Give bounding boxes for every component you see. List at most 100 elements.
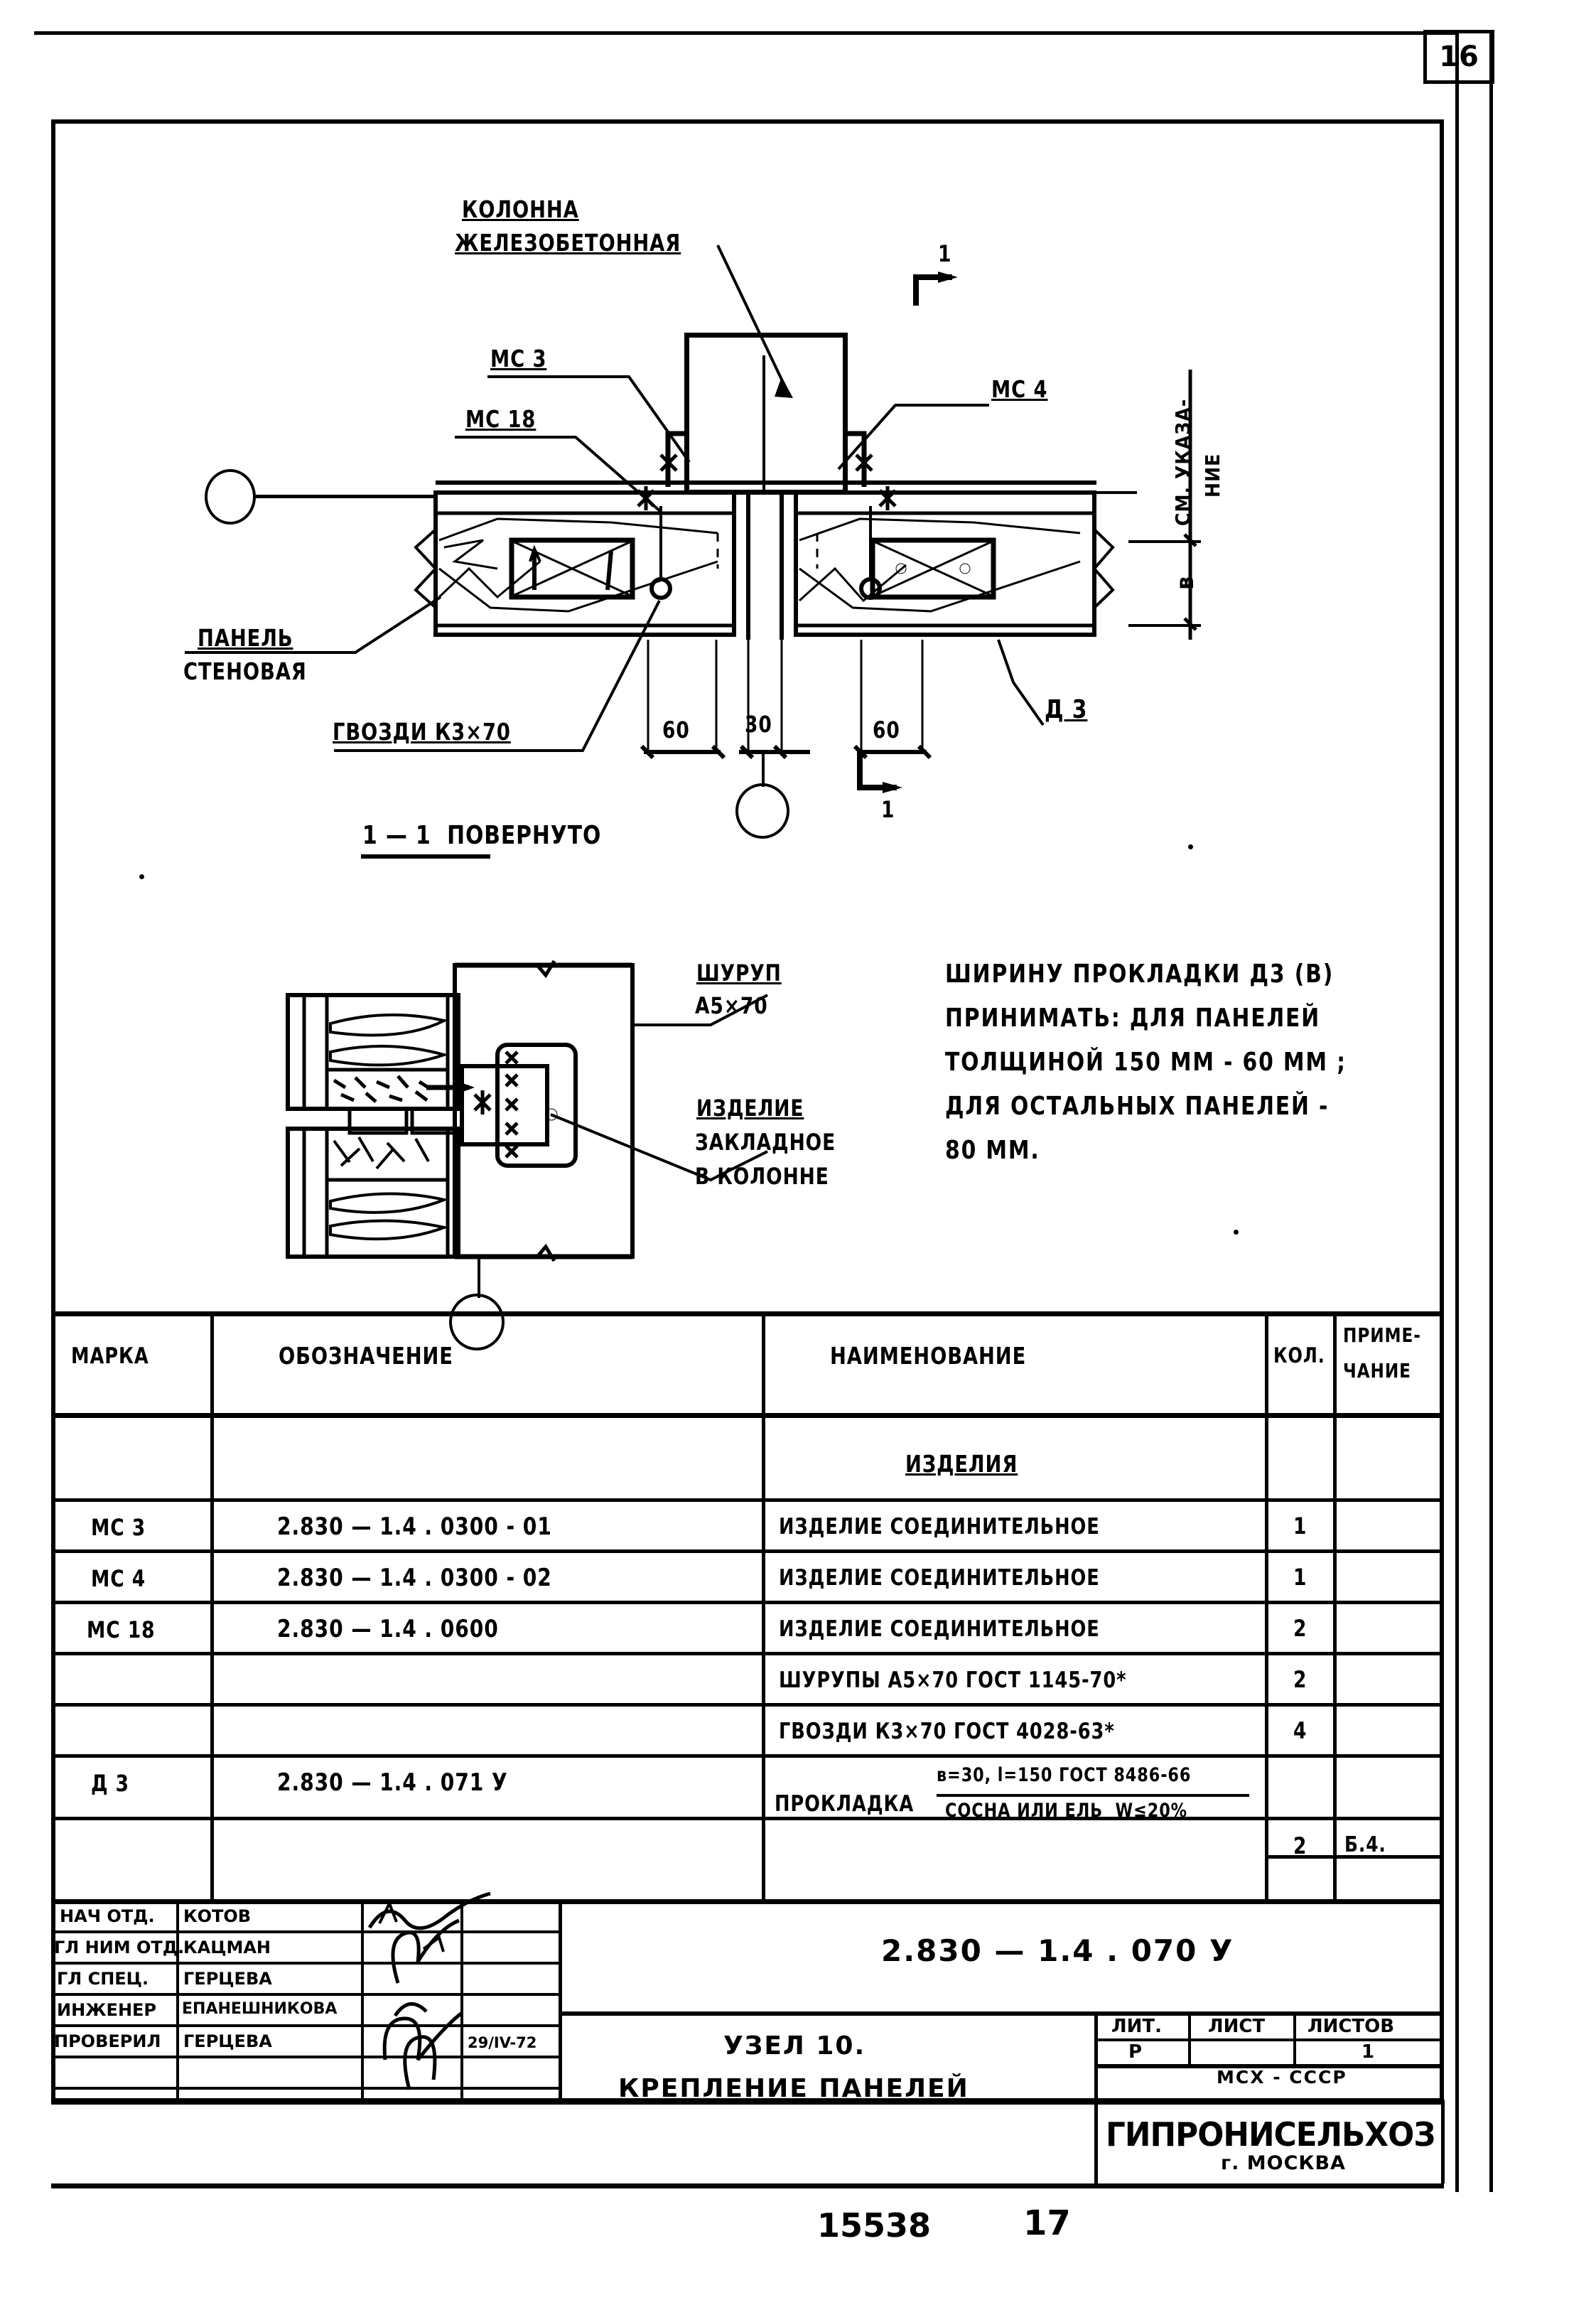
tb-role: ГЛ НИМ ОТД. bbox=[54, 1938, 185, 1957]
footer-drawing-number: 15538 bbox=[817, 2206, 932, 2245]
label-mc3: МС 3 bbox=[490, 345, 547, 372]
spec-row-designation: 2.830 — 1.4 . 0300 - 02 bbox=[277, 1564, 552, 1592]
tb-org-city: г. МОСКВА bbox=[1221, 2152, 1346, 2174]
spec-table-rule-partial bbox=[1265, 1855, 1444, 1859]
detail-balloon-left bbox=[205, 469, 256, 525]
tb-role: ПРОВЕРИЛ bbox=[54, 2031, 161, 2051]
spec-row-name: ИЗДЕЛИЕ СОЕДИНИТЕЛЬНОЕ bbox=[779, 1565, 1100, 1591]
spec-row-qty: 1 bbox=[1293, 1513, 1307, 1540]
tb-date: 29/IV-72 bbox=[468, 2034, 537, 2051]
spec-row-designation: 2.830 — 1.4 . 0600 bbox=[277, 1615, 499, 1643]
tb-rule bbox=[51, 2056, 561, 2058]
detail2-balloon bbox=[449, 1294, 505, 1350]
spec-table-rule bbox=[51, 1498, 1444, 1502]
spec-table-top-rule bbox=[51, 1311, 1444, 1316]
spec-row-qty: 1 bbox=[1293, 1564, 1307, 1591]
note-line-2: ПРИНИМАТЬ: ДЛЯ ПАНЕЛЕЙ bbox=[945, 1004, 1321, 1033]
spec-table-header-rule bbox=[51, 1413, 1444, 1418]
tb-stage-left-rule bbox=[1094, 2011, 1098, 2104]
tb-stage-rule bbox=[1188, 2011, 1191, 2064]
ink-dot bbox=[1234, 1230, 1239, 1235]
sheet-right-rule-inner bbox=[1489, 31, 1493, 2192]
spec-header-designation: ОБОЗНАЧЕНИЕ bbox=[279, 1342, 453, 1370]
spec-row-name-fraction-top: в=30, l=150 ГОСТ 8486-66 bbox=[937, 1764, 1192, 1786]
tb-stage-bottom-rule bbox=[1094, 2064, 1444, 2068]
label-panel-line1: ПАНЕЛЬ bbox=[198, 624, 293, 652]
detail2-balloon-leader bbox=[478, 1257, 480, 1298]
spec-table-rule bbox=[51, 1601, 1444, 1604]
ink-dot bbox=[139, 874, 144, 879]
sheet-top-rule bbox=[34, 31, 1455, 35]
tb-name: ЕПАНЕШНИКОВА bbox=[182, 2000, 338, 2018]
label-column-line2: ЖЕЛЕЗОБЕТОННАЯ bbox=[455, 229, 681, 257]
spec-header-note-line1: ПРИМЕ- bbox=[1343, 1323, 1421, 1347]
spec-header-mark: МАРКА bbox=[71, 1343, 149, 1369]
tb-col-rule bbox=[559, 1899, 562, 2104]
tb-title-line1: УЗЕЛ 10. bbox=[723, 2031, 866, 2061]
tb-org-left-rule bbox=[1094, 2100, 1098, 2183]
detail-balloon-bottom bbox=[735, 783, 789, 839]
note-line-4: ДЛЯ ОСТАЛЬНЫХ ПАНЕЛЕЙ - bbox=[945, 1092, 1330, 1121]
tb-role: ГЛ СПЕЦ. bbox=[57, 1969, 149, 1989]
spec-row-mark: МС 3 bbox=[91, 1514, 146, 1541]
section-mark-number-top: 1 bbox=[938, 240, 952, 267]
tb-col-rule bbox=[176, 1899, 179, 2104]
spec-section-title: ИЗДЕЛИЯ bbox=[905, 1450, 1018, 1478]
tb-stage-value-sheets: 1 bbox=[1362, 2041, 1375, 2063]
panel-top-edge bbox=[436, 480, 1096, 485]
tb-stage-header-sheets: ЛИСТОВ bbox=[1307, 2016, 1395, 2037]
spec-row-name: ИЗДЕЛИЕ СОЕДИНИТЕЛЬНОЕ bbox=[779, 1616, 1100, 1642]
spec-row-name: ИЗДЕЛИЕ СОЕДИНИТЕЛЬНОЕ bbox=[779, 1514, 1100, 1540]
section-title-1-1: 1 — 1 ПОВЕРНУТО bbox=[362, 821, 602, 850]
spec-table-rule bbox=[51, 1817, 1444, 1820]
spec-col-rule-name bbox=[1265, 1311, 1268, 1899]
tb-org-institute: ГИПРОНИСЕЛЬХОЗ bbox=[1106, 2115, 1435, 2154]
section-mark-number-bottom: 1 bbox=[881, 796, 895, 823]
spec-table-rule bbox=[51, 1549, 1444, 1553]
spec-row-mark: Д 3 bbox=[91, 1770, 129, 1797]
column-center-line bbox=[762, 355, 765, 495]
spec-col-rule-qty bbox=[1333, 1311, 1337, 1899]
tb-stage-value-lit: Р bbox=[1128, 2041, 1143, 2063]
tb-stage-mid-rule bbox=[1094, 2038, 1444, 2041]
note-line-3: ТОЛЩИНОЙ 150 ММ - 60 ММ ; bbox=[945, 1048, 1347, 1077]
ink-dot bbox=[1188, 844, 1193, 849]
label-embedded-line2: ЗАКЛАДНОЕ bbox=[695, 1129, 836, 1156]
tb-rule bbox=[51, 1962, 561, 1965]
tb-stage-header-lit: ЛИТ. bbox=[1111, 2016, 1162, 2037]
label-mc4: МС 4 bbox=[991, 375, 1048, 403]
dimension-60-right: 60 bbox=[873, 716, 900, 743]
label-column-line1: КОЛОННА bbox=[462, 195, 579, 223]
tb-doc-number-rule bbox=[559, 2011, 1444, 2016]
tb-rule bbox=[51, 2087, 561, 2090]
tb-name: КАЦМАН bbox=[183, 1938, 271, 1957]
spec-col-rule-mark bbox=[210, 1311, 214, 1899]
label-nails: ГВОЗДИ К3×70 bbox=[333, 718, 511, 746]
spec-row-qty: 4 bbox=[1293, 1717, 1307, 1744]
label-mc18: МС 18 bbox=[465, 405, 537, 433]
spec-row-name: ШУРУПЫ А5×70 ГОСТ 1145-70* bbox=[779, 1667, 1127, 1693]
dimension-60-left: 60 bbox=[662, 716, 690, 743]
spec-table-bottom-rule bbox=[51, 1899, 1444, 1904]
label-screw-line1: ШУРУП bbox=[696, 960, 782, 987]
spec-header-name: НАИМЕНОВАНИЕ bbox=[830, 1342, 1027, 1370]
tb-role: ИНЖЕНЕР bbox=[57, 2000, 157, 2020]
detail-balloon-left-leader bbox=[256, 495, 437, 498]
tb-name: ГЕРЦЕВА bbox=[183, 2031, 272, 2051]
tb-rule bbox=[51, 1993, 561, 1996]
tb-name: КОТОВ bbox=[183, 1906, 252, 1926]
spec-row-designation: 2.830 — 1.4 . 0300 - 01 bbox=[277, 1513, 552, 1541]
tb-stage-rule bbox=[1293, 2011, 1296, 2064]
